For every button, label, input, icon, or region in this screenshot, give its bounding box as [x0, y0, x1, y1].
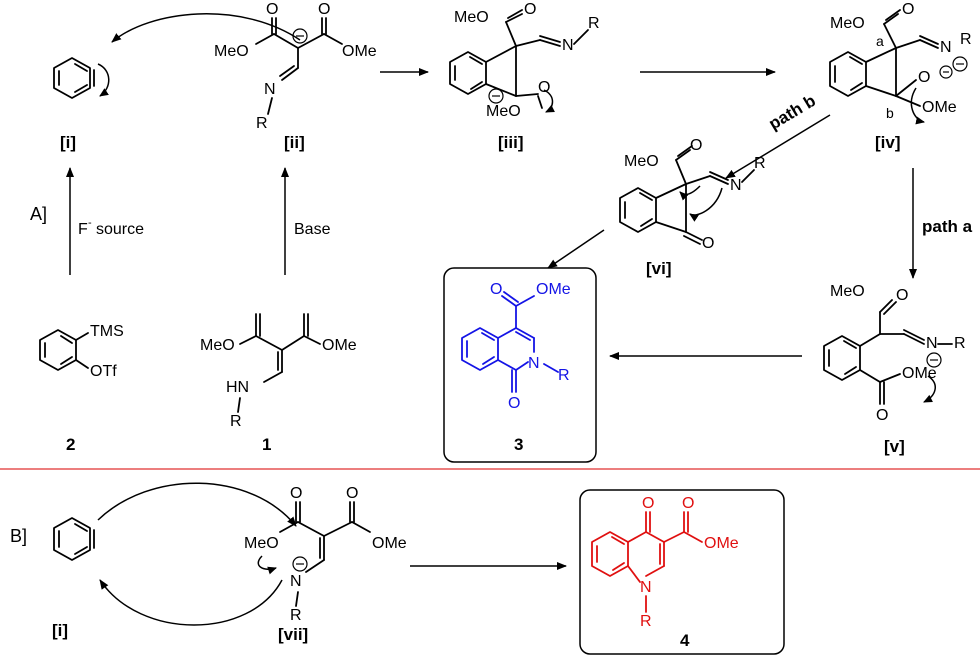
svg-text:O: O [642, 495, 654, 512]
fluoride-F: F [78, 221, 88, 238]
compound-2: TMS OTf [39, 323, 124, 380]
benzyne-i [53, 57, 110, 99]
label-iv: [iv] [875, 133, 901, 152]
intermediate-vii: O O MeO OMe N R [244, 485, 407, 624]
intermediate-ii: O O MeO OMe N R [214, 1, 377, 132]
label-3: 3 [514, 435, 523, 454]
svg-text:O: O [902, 1, 914, 18]
base-label: Base [294, 221, 331, 238]
arrow-vi-to-3 [547, 229, 605, 269]
section-b-label: B] [10, 526, 27, 546]
svg-text:O: O [490, 281, 502, 298]
svg-text:MeO: MeO [454, 9, 489, 26]
svg-text:N: N [264, 81, 276, 98]
svg-text:MeO: MeO [200, 337, 235, 354]
svg-text:O: O [346, 485, 358, 502]
label-v: [v] [884, 437, 905, 456]
svg-text:N: N [290, 573, 302, 590]
svg-text:R: R [230, 413, 242, 430]
arrow-vii-N-to-i [99, 579, 283, 626]
svg-text:O: O [290, 485, 302, 502]
svg-text:O: O [876, 407, 888, 424]
svg-text:a: a [876, 33, 884, 49]
svg-text:O: O [318, 1, 330, 18]
label-i-b: [i] [52, 621, 68, 640]
label-iii: [iii] [498, 133, 524, 152]
intermediate-iii: MeO O N R O MeO [449, 1, 600, 120]
svg-text:OMe: OMe [922, 99, 957, 116]
svg-text:O: O [266, 1, 278, 18]
svg-text:MeO: MeO [830, 15, 865, 32]
svg-text:O: O [690, 137, 702, 154]
svg-text:O: O [508, 395, 520, 412]
svg-text:N: N [528, 355, 540, 372]
intermediate-v: O MeO N R O OMe [823, 283, 966, 424]
svg-text:N: N [730, 177, 742, 194]
fluoride-source: source [96, 221, 144, 238]
svg-text:N: N [926, 335, 938, 352]
benzyne-i-b [53, 517, 95, 561]
label-ii: [ii] [284, 133, 305, 152]
svg-text:OMe: OMe [704, 535, 739, 552]
svg-text:MeO: MeO [830, 283, 865, 300]
intermediate-iv: MeO O N R a O OMe b [829, 1, 972, 125]
svg-text:N: N [940, 39, 952, 56]
svg-text:R: R [558, 367, 570, 384]
intermediate-vi: MeO O N R O [619, 137, 766, 252]
arrow-path-b [725, 114, 831, 179]
svg-text:R: R [954, 335, 966, 352]
section-a-label: A] [30, 204, 47, 224]
svg-text:R: R [960, 31, 972, 48]
svg-text:MeO: MeO [244, 535, 279, 552]
product-4-box [579, 489, 785, 655]
label-4: 4 [680, 631, 690, 650]
svg-text:R: R [588, 15, 600, 32]
c2-OTf: OTf [90, 363, 117, 380]
c2-TMS: TMS [90, 323, 124, 340]
fluoride-sup: - [88, 217, 92, 229]
path-a-label: path a [922, 217, 973, 236]
svg-text:O: O [702, 235, 714, 252]
svg-text:R: R [640, 613, 652, 630]
label-vi: [vi] [646, 259, 672, 278]
product-3-box [443, 267, 597, 463]
svg-text:N: N [640, 579, 652, 596]
label-i: [i] [60, 133, 76, 152]
compound-1: MeO OMe HN R [200, 313, 357, 430]
svg-text:O: O [918, 69, 930, 86]
svg-text:O: O [682, 495, 694, 512]
product-4: N O R O OMe [591, 495, 739, 630]
arrow-i-to-vii-ester [97, 482, 297, 527]
label-1: 1 [262, 435, 271, 454]
svg-text:R: R [256, 115, 268, 132]
svg-text:MeO: MeO [486, 103, 521, 120]
svg-text:MeO: MeO [624, 153, 659, 170]
svg-text:R: R [290, 607, 302, 624]
svg-text:OMe: OMe [902, 365, 937, 382]
svg-text:HN: HN [226, 379, 249, 396]
label-2: 2 [66, 435, 75, 454]
svg-text:b: b [886, 105, 894, 121]
svg-text:OMe: OMe [372, 535, 407, 552]
svg-text:OMe: OMe [536, 281, 571, 298]
svg-text:OMe: OMe [322, 337, 357, 354]
svg-text:R: R [754, 155, 766, 172]
product-3: N O R O OMe [461, 281, 571, 412]
svg-text:MeO: MeO [214, 43, 249, 60]
svg-text:O: O [896, 287, 908, 304]
svg-text:OMe: OMe [342, 43, 377, 60]
svg-text:O: O [524, 1, 536, 18]
label-vii: [vii] [278, 625, 308, 644]
svg-text:N: N [562, 37, 574, 54]
